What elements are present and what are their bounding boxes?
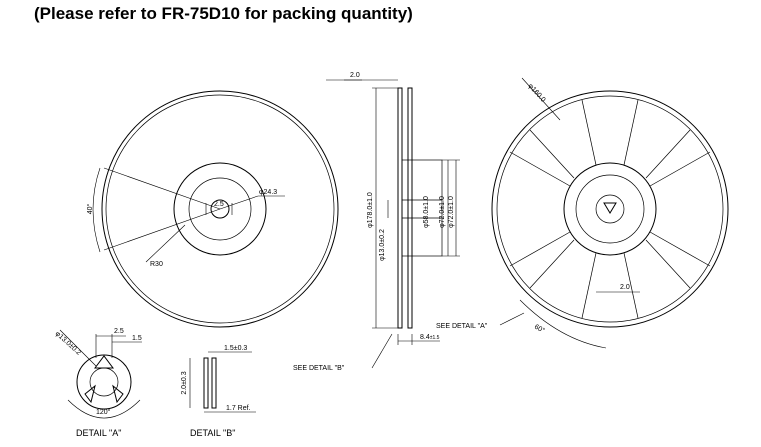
side-hub-label-2: φ72.0±1.0 [439, 196, 446, 228]
side-width-label: 8.4±1.5 [420, 334, 440, 341]
front-hub-ring [188, 177, 252, 241]
detail-a-diameter-label: φ13.0±0.2 [54, 330, 82, 357]
side-hub-label-3: φ72.0±1.0 [448, 196, 455, 228]
detail-a-outer [76, 354, 132, 410]
front-outer-flange [101, 90, 339, 328]
detail-b-top-label: 1.5±0.3 [224, 345, 247, 352]
detail-a-diameter-leader [59, 329, 97, 367]
detail-a-angle-arc [67, 399, 141, 419]
side-hub [401, 159, 443, 257]
back-diameter-label: φ160.0 [527, 83, 547, 104]
front-hub-outer [173, 162, 267, 256]
detail-a-slot-label: 2.5 [114, 328, 124, 335]
back-arbor-hole [595, 194, 625, 224]
back-hub-outer [563, 162, 657, 256]
detail-b-height-label: 2.0±0.3 [181, 371, 188, 394]
side-arbor-label: φ13.0±0.2 [379, 229, 386, 261]
detail-a-inner [89, 367, 119, 397]
detail-b-flange-left [203, 357, 209, 409]
front-angle-arc [92, 167, 101, 253]
detail-b-caption: DETAIL "B" [190, 428, 235, 438]
back-arbor-key [603, 202, 617, 214]
front-arbor-hole [210, 199, 230, 219]
back-hub-ring [575, 174, 645, 244]
back-window-spokes [509, 99, 711, 319]
side-view: 2.0 φ178.0±1.0 φ13.0±0.2 φ58.0±1.0 φ72.0… [293, 72, 525, 372]
see-detail-b-leader [371, 333, 393, 369]
back-inner-flange [496, 95, 724, 323]
see-detail-b-label: SEE DETAIL "B" [293, 365, 345, 372]
front-hub-label: φ24.3 [259, 189, 277, 196]
detail-b: 1.5±0.3 2.0±0.3 1.7 Ref. DETAIL "B" [181, 345, 256, 438]
detail-a: 2.5 1.5 φ13.0±0.2 120° DETAIL "A" [54, 328, 142, 438]
detail-b-bottom-label: 1.7 Ref. [226, 405, 251, 412]
back-angle-label: 60° [533, 323, 546, 335]
back-flange-label: 2.0 [620, 284, 630, 291]
front-angle-line-lower [103, 208, 221, 251]
front-slot-label: 2.5 [214, 201, 224, 208]
page-heading: (Please refer to FR-75D10 for packing qu… [34, 4, 413, 23]
side-flange-label: 2.0 [350, 72, 360, 79]
front-radius-label: R30 [150, 261, 163, 268]
front-angle-line-upper [103, 167, 221, 210]
side-outer-label: φ178.0±1.0 [367, 192, 374, 228]
detail-a-angle-label: 120° [96, 408, 111, 416]
back-diameter-leader [521, 77, 561, 121]
front-radius-leader [145, 224, 186, 263]
detail-b-flange-right [211, 357, 217, 409]
front-angle-label: 40° [86, 204, 94, 215]
front-hub-leader [219, 195, 259, 210]
side-flange-right [407, 87, 413, 329]
front-inner-flange [105, 94, 335, 324]
see-detail-a-label: SEE DETAIL "A" [436, 323, 488, 330]
detail-a-caption: DETAIL "A" [76, 428, 121, 438]
back-angle-arc [519, 299, 607, 349]
front-view: 40° φ24.3 2.5 R30 [86, 90, 339, 328]
see-detail-a-leader [499, 312, 525, 326]
detail-a-keys [84, 355, 124, 404]
back-outer-flange [491, 90, 729, 328]
side-flange-left [397, 87, 403, 329]
back-view: φ160.0 2.0 60° [491, 77, 729, 349]
side-hub-label-1: φ58.0±1.0 [423, 196, 430, 228]
detail-a-key-label: 1.5 [132, 335, 142, 342]
